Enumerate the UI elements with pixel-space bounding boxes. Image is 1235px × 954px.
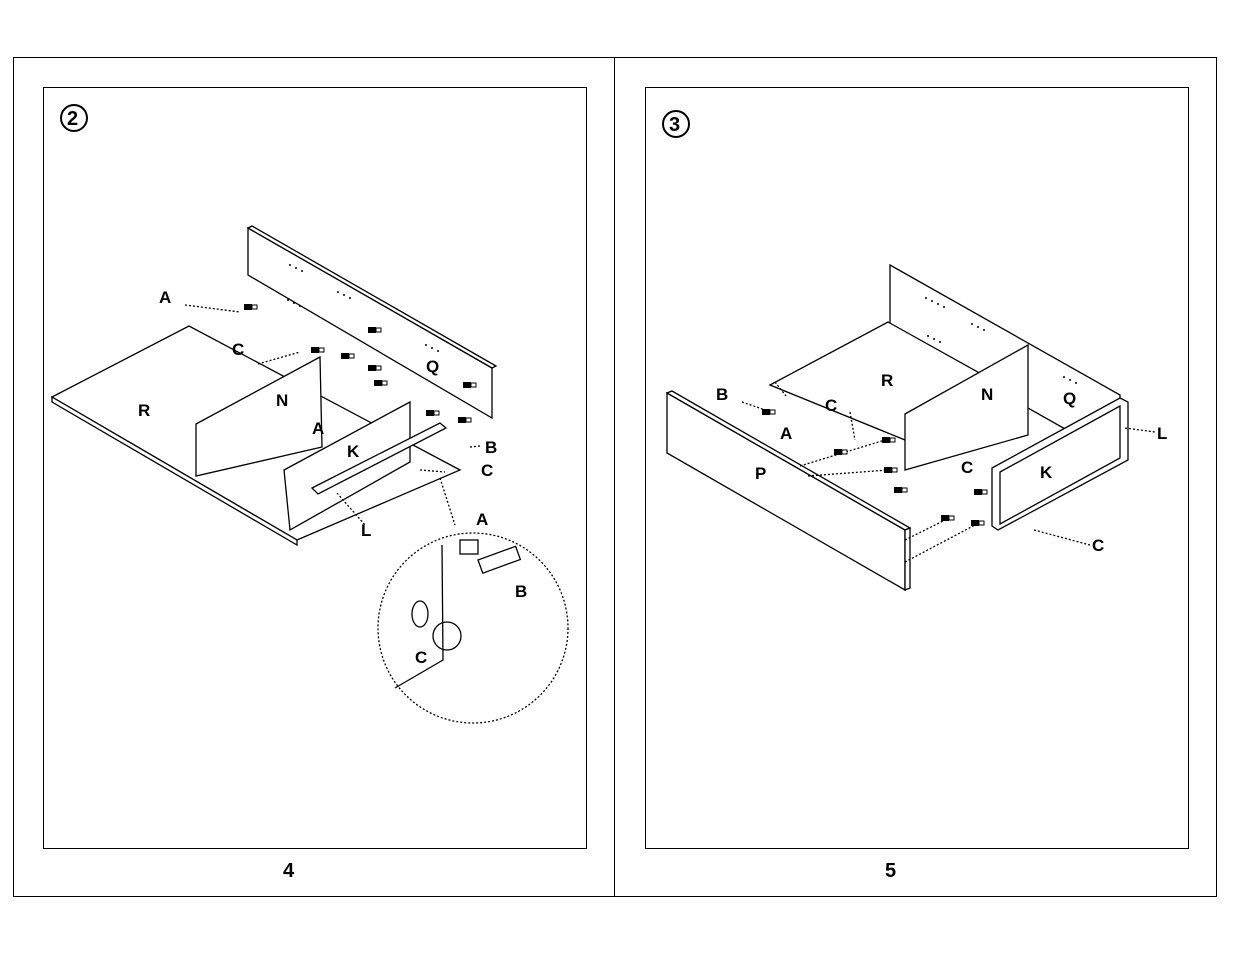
label-hardware-c-2: C — [481, 461, 493, 480]
label-detail-c: C — [415, 648, 427, 667]
step-2-number: 2 — [67, 108, 78, 130]
label-hardware-c-5: C — [1092, 536, 1104, 555]
label-panel-n: N — [276, 391, 288, 410]
label-hardware-b-3: B — [716, 385, 728, 404]
label-hardware-b: B — [485, 438, 497, 457]
label-detail-a: A — [476, 510, 488, 529]
label-panel-q: Q — [426, 357, 439, 376]
step-3-number-badge: 3 — [663, 111, 689, 137]
label-panel-n-3: N — [981, 385, 993, 404]
label-panel-r: R — [138, 401, 150, 420]
label-hardware-a-2: A — [312, 419, 324, 438]
detail-callout — [378, 533, 568, 723]
label-panel-k: K — [347, 442, 360, 461]
label-panel-r-3: R — [881, 371, 893, 390]
label-hardware-c-4: C — [961, 458, 973, 477]
label-panel-l-3: L — [1157, 424, 1167, 443]
step-2-number-badge: 2 — [61, 105, 87, 131]
label-panel-p: P — [755, 464, 766, 483]
label-panel-l: L — [361, 521, 371, 540]
label-detail-b: B — [515, 582, 527, 601]
label-hardware-a: A — [159, 288, 171, 307]
label-hardware-c: C — [232, 340, 244, 359]
label-panel-k-3: K — [1040, 463, 1053, 482]
step-3-number: 3 — [669, 114, 680, 136]
label-hardware-c-3: C — [825, 396, 837, 415]
label-hardware-a-3: A — [780, 424, 792, 443]
step-3-drawing — [667, 265, 1155, 590]
label-panel-q-3: Q — [1063, 389, 1076, 408]
